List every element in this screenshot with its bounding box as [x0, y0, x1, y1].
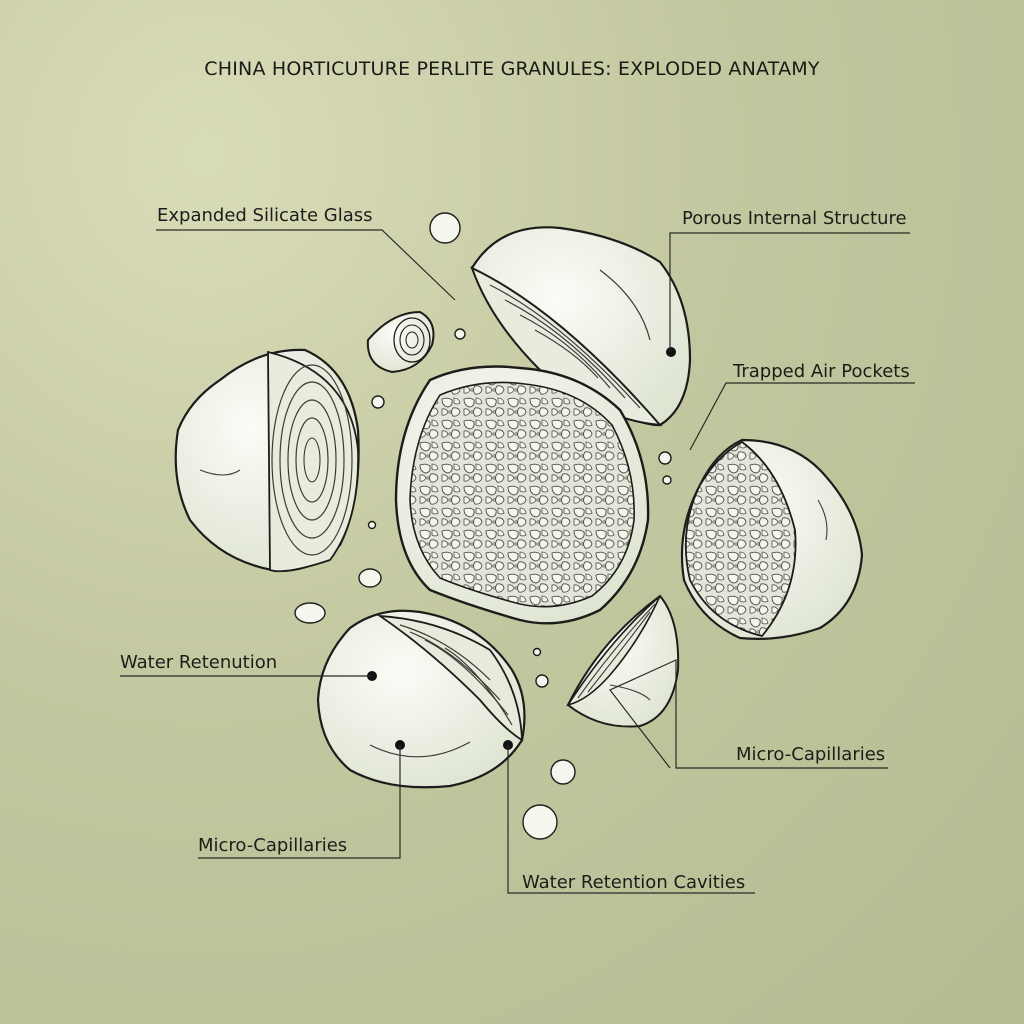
label-trapped-air-pockets: Trapped Air Pockets — [733, 361, 910, 382]
small-granule-top — [366, 310, 435, 374]
bubbles — [294, 212, 672, 840]
granule-left — [174, 348, 360, 573]
granule-top-right — [470, 226, 692, 427]
label-expanded-silicate-glass: Expanded Silicate Glass — [157, 205, 373, 226]
label-water-retention-cavities: Water Retention Cavities — [522, 872, 746, 893]
label-water-retenution: Water Retenution — [120, 652, 278, 673]
granule-bottom-left — [316, 609, 526, 789]
granule-bottom-right — [566, 594, 680, 728]
granule-right — [680, 438, 864, 640]
granule-center — [394, 365, 650, 625]
label-micro-capillaries-left: Micro-Capillaries — [198, 835, 348, 856]
diagram-title: CHINA HORTICUTURE PERLITE GRANULES: EXPL… — [204, 58, 820, 80]
label-micro-capillaries-right: Micro-Capillaries — [736, 744, 886, 765]
leader-lines — [120, 229, 915, 894]
callout-dot — [666, 347, 676, 357]
label-porous-internal-structure: Porous Internal Structure — [682, 208, 907, 229]
